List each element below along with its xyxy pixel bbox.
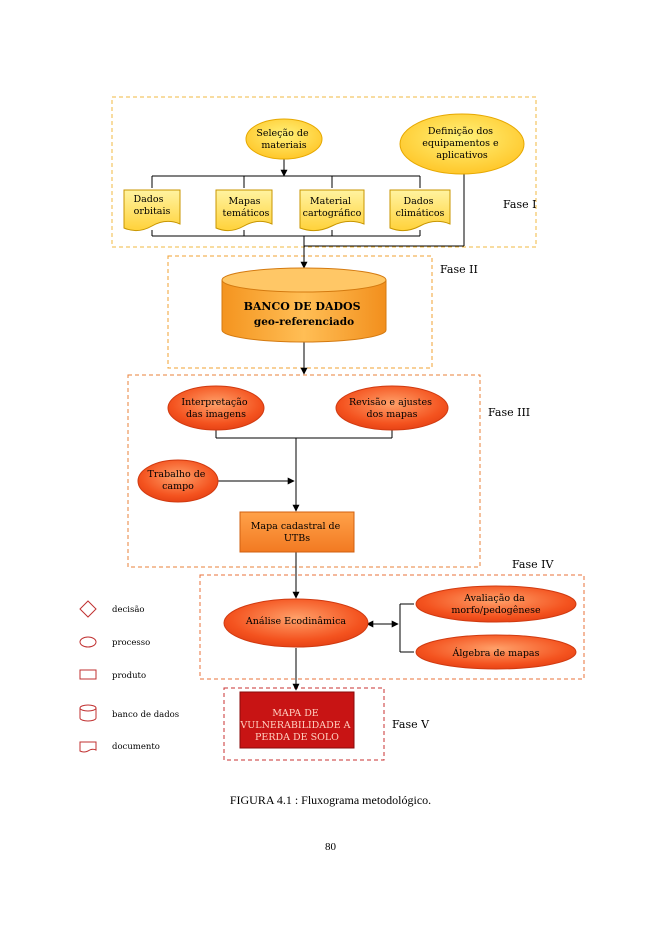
db-line2: geo-referenciado [254,316,354,328]
avaliacao-morfo-node [415,585,577,623]
algebra-label: Álgebra de mapas [452,647,540,659]
analise-ecodinamica-node [223,598,369,648]
svg-text:Avaliação da morfo/pedogên: Avaliação da morfo/pedogênese [451,593,541,616]
doc-dados-climaticos: Dados climáticos [389,189,451,232]
mapa-cadastral-node [239,511,355,553]
svg-text:Interpretação das imagens: Interpretação das imagens [181,397,250,420]
fase1-box [111,96,537,248]
svg-text:Seleção de materiais: Seleção de materiais [256,128,311,151]
doc3-line1: Material [310,196,351,207]
legend-decisao-label: decisão [112,604,145,615]
doc4-line2: climáticos [396,208,445,219]
trabalho-campo-node [137,459,219,503]
svg-text:Revisão e ajustes dos mapa: Revisão e ajustes dos mapas [349,397,435,420]
db-line1: BANCO DE DADOS [244,300,361,313]
legend-banco-icon [79,704,97,722]
final-line3: PERDA DE SOLO [255,732,339,743]
doc2-line1: Mapas [228,196,260,207]
legend-banco-label: banco de dados [112,710,179,720]
doc3-line2: cartográfico [303,208,362,219]
legend-processo-icon [79,636,97,648]
trabalho-line1: Trabalho de [148,469,206,480]
doc2-line2: temáticos [223,208,270,219]
doc-dados-orbitais: Dados orbitais [123,189,181,232]
revisao-line2: dos mapas [367,409,418,420]
fase4-label: Fase IV [512,558,554,571]
doc-mapas-tematicos: Mapas temáticos [215,189,273,232]
fase5-box [223,687,385,761]
svg-text:BANCO DE DADOS geo-refer: BANCO DE DADOS geo-referenciado [244,300,365,328]
legend-processo-label: processo [112,638,150,648]
legend-produto-icon [79,669,97,680]
trabalho-line2: campo [162,481,194,492]
selecao-materiais-node [245,118,323,160]
mapa-line2: UTBs [284,533,310,544]
final-line2: VULNERABILIDADE A [239,720,350,731]
revisao-mapas-node [335,385,449,431]
fase3-label: Fase III [488,406,530,419]
fase2-label: Fase II [440,263,478,276]
page-number: 80 [325,841,336,853]
legend-documento-icon [79,741,97,753]
avaliacao-line1: Avaliação da [463,593,525,604]
definicao-equipamentos-node [399,113,525,175]
svg-text:MAPA DE VULNERABILIDADE A: MAPA DE VULNERABILIDADE A PERDA DE SOLO [239,708,353,743]
legend [79,600,97,753]
svg-text:Dados climáticos: Dados climáticos [396,196,445,219]
final-line1: MAPA DE [272,708,319,719]
doc-material-cartografico: Material cartográfico [299,189,365,232]
legend-documento-label: documento [112,742,160,752]
selecao-line2: materiais [261,140,306,151]
legend-decisao-icon [79,600,97,618]
fase1-label: Fase I [503,198,536,211]
avaliacao-line2: morfo/pedogênese [451,605,541,616]
fase3-box [127,374,481,568]
banco-de-dados-node: BANCO DE DADOS geo-referenciado [221,267,387,343]
fase2-box [167,255,433,369]
interp-line1: Interpretação [181,397,248,408]
fase5-label: Fase V [392,718,430,731]
svg-text:Definição dos equipamentos: Definição dos equipamentos e aplicativos [422,126,501,161]
doc4-line1: Dados [404,196,434,207]
selecao-line1: Seleção de [256,128,309,139]
mapa-line1: Mapa cadastral de [251,521,341,532]
svg-text:Material cartográfico: Material cartográfico [303,196,362,219]
legend-produto-label: produto [112,671,146,681]
svg-text:Mapa cadastral de UTBs: Mapa cadastral de UTBs [251,521,344,544]
svg-text:Trabalho de campo: Trabalho de campo [148,469,209,492]
svg-text:Mapas temáticos: Mapas temáticos [223,196,270,219]
fase4-box [199,574,585,680]
mapa-vulnerabilidade-node [239,691,355,749]
definicao-line3: aplicativos [436,150,488,161]
doc1-line1: Dados [134,194,164,205]
revisao-line1: Revisão e ajustes [349,397,432,408]
algebra-mapas-node [415,634,577,670]
figure-caption: FIGURA 4.1 : Fluxograma metodológico. [229,793,432,807]
definicao-line2: equipamentos e [422,138,499,149]
doc1-line2: orbitais [134,206,171,217]
svg-text:Dados orbitais: Dados orbitais [134,194,171,217]
interp-line2: das imagens [186,409,246,420]
analise-label: Análise Ecodinâmica [245,616,346,627]
definicao-line1: Definição dos [428,126,493,137]
interpretacao-imagens-node [167,385,265,431]
